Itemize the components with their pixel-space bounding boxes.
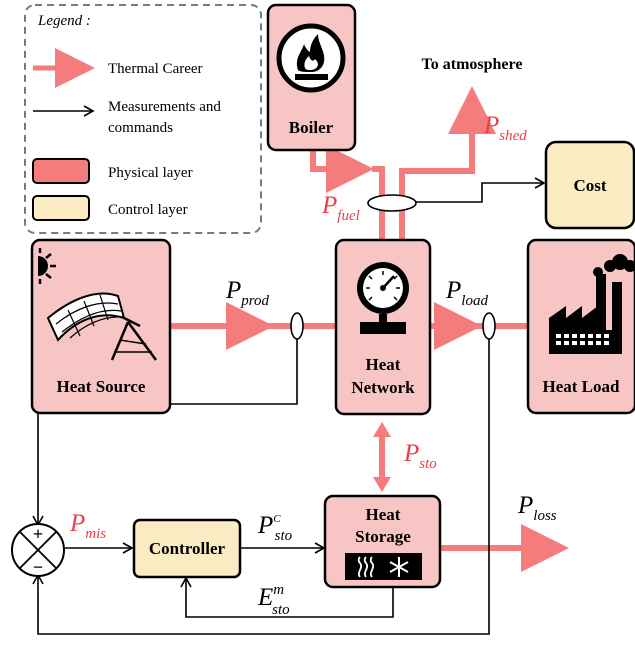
to-atmosphere-label: To atmosphere bbox=[422, 56, 523, 73]
heat-load-block[interactable]: Heat Load bbox=[526, 238, 635, 415]
legend: Legend : Thermal Career Measurements and… bbox=[24, 4, 262, 234]
legend-signal-label-line2: commands bbox=[108, 120, 173, 136]
sun-icon bbox=[38, 248, 56, 284]
cost-signal bbox=[416, 177, 546, 203]
heat-storage-label-line1: Heat bbox=[366, 505, 401, 524]
summing-junction: + − bbox=[11, 523, 65, 577]
prod-sensor bbox=[290, 312, 304, 340]
factory-icon bbox=[549, 254, 635, 354]
legend-control-label: Control layer bbox=[108, 202, 188, 218]
heat-load-label: Heat Load bbox=[543, 377, 621, 396]
fuel-flow-a bbox=[310, 150, 352, 172]
flame-icon bbox=[276, 23, 346, 93]
p-load-label: Pload bbox=[445, 277, 488, 309]
sum-minus-sign: − bbox=[33, 557, 43, 577]
cost-label: Cost bbox=[573, 176, 606, 195]
legend-physical-label: Physical layer bbox=[108, 165, 193, 181]
legend-title: Legend : bbox=[37, 13, 91, 29]
heat-cold-icon bbox=[345, 553, 422, 580]
heat-storage-block[interactable]: Heat Storage bbox=[323, 494, 442, 589]
load-measure-line bbox=[32, 336, 490, 635]
shed-flow bbox=[399, 102, 475, 240]
p-prod-label: Pprod bbox=[225, 277, 270, 309]
sum-plus-sign: + bbox=[33, 524, 43, 544]
energy-feedback bbox=[180, 576, 394, 618]
heat-network-label-line1: Heat bbox=[366, 355, 401, 374]
controller-label: Controller bbox=[149, 539, 226, 558]
heat-storage-label-line2: Storage bbox=[355, 527, 411, 546]
legend-border bbox=[24, 4, 262, 234]
boiler-label: Boiler bbox=[289, 118, 334, 137]
p-shed-label: Pshed bbox=[483, 112, 527, 144]
p-loss-label: Ploss bbox=[517, 492, 557, 524]
cost-block[interactable]: Cost bbox=[544, 140, 635, 230]
pressure-gauge-icon bbox=[357, 262, 409, 334]
p-fuel-label: Pfuel bbox=[321, 192, 360, 224]
load-sensor bbox=[482, 312, 496, 340]
cost-box bbox=[544, 140, 635, 230]
sto-flow-head-up bbox=[373, 422, 391, 437]
p-mis-label: Pmis bbox=[69, 510, 106, 542]
p-sto-label: Psto bbox=[403, 440, 437, 472]
legend-physical-swatch bbox=[32, 158, 90, 184]
legend-signal-label-line1: Measurements and bbox=[108, 99, 221, 115]
boiler-block[interactable]: Boiler bbox=[266, 3, 357, 152]
controller-box bbox=[132, 518, 242, 579]
sto-flow-head-down bbox=[373, 477, 391, 492]
heat-network-block[interactable]: Heat Network bbox=[334, 238, 432, 416]
solar-collector-icon bbox=[46, 292, 158, 361]
heat-source-block[interactable]: Heat Source bbox=[30, 238, 172, 415]
legend-thermal-label: Thermal Career bbox=[108, 61, 203, 77]
heat-source-label: Heat Source bbox=[57, 377, 146, 396]
controller-block[interactable]: Controller bbox=[132, 518, 242, 579]
sensors bbox=[290, 194, 496, 340]
legend-control-swatch bbox=[32, 195, 90, 221]
heat-source-box bbox=[30, 238, 172, 415]
fuel-flow-b bbox=[372, 166, 385, 240]
fuel-sensor bbox=[367, 194, 417, 212]
heat-network-label-line2: Network bbox=[351, 378, 415, 397]
